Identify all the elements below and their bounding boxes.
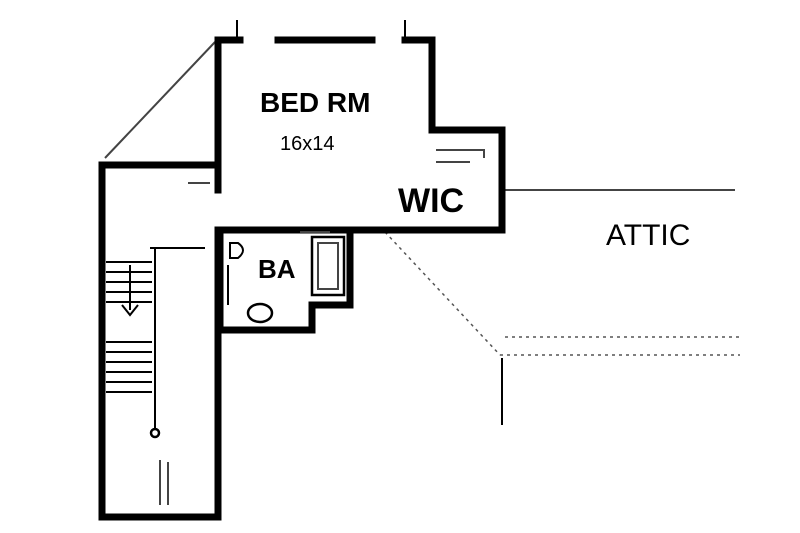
door-marks [188,182,330,233]
roof-diagonal-right [384,231,501,356]
closet-label: WIC [398,182,464,220]
bath-label: BA [258,254,296,284]
tub-shower [310,235,346,297]
stairs [106,261,169,505]
sink-fixture [229,242,244,259]
toilet-fixture [246,302,274,324]
stair-hall-walls [98,161,222,521]
bedroom-dimensions: 16x14 [280,133,335,155]
attic-label: ATTIC [606,219,690,252]
bedroom-label: BED RM [260,87,370,118]
closet-shelf [436,149,485,158]
closet-walls [216,126,506,234]
roof-lines [104,41,740,425]
roof-diagonal-left [104,41,216,159]
stair-arrow-head [121,304,139,317]
tub-inner [317,242,339,290]
bath-fixtures [227,235,346,324]
bath-walls [216,226,354,334]
walls [98,20,506,521]
wall-top-right [401,36,436,134]
newel-post [149,427,161,439]
